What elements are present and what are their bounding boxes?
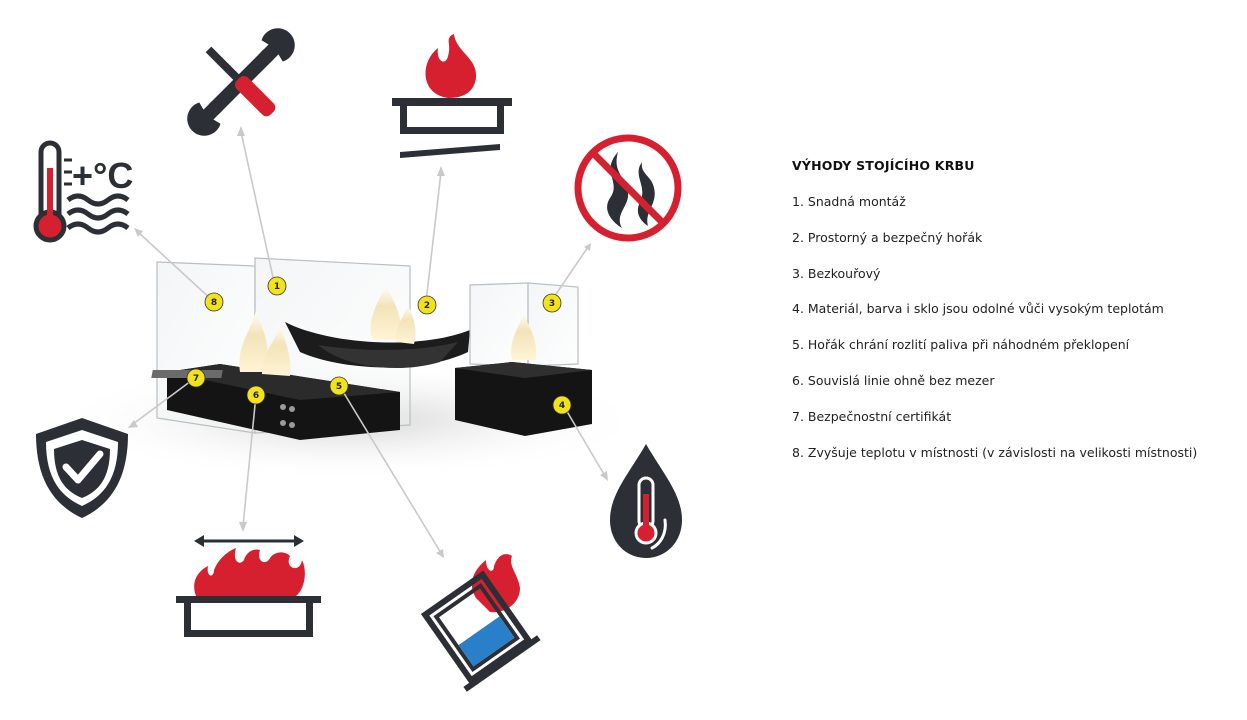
svg-text:4: 4 [559, 401, 565, 411]
temperature-label: +°C [72, 155, 133, 196]
bowl-inner [318, 342, 458, 369]
svg-text:7: 7 [193, 374, 199, 384]
panel-title: VÝHODY STOJÍCÍHO KRBU [792, 158, 975, 173]
thermometer-drop-icon [610, 444, 682, 558]
svg-text:2: 2 [424, 301, 430, 311]
base-screw [280, 404, 286, 410]
flame [239, 310, 269, 372]
tilted-burner-icon [420, 554, 541, 692]
flame [395, 304, 416, 344]
feature-item: 4. Materiál, barva i sklo jsou odolné vů… [792, 301, 1164, 317]
base-screw [289, 422, 295, 428]
leader-line-1 [240, 131, 275, 283]
badge-1: 1 [267, 276, 287, 296]
feature-item: 8. Zvyšuje teplotu v místnosti (v závisl… [792, 444, 1198, 460]
leader-lines [132, 131, 606, 554]
flame [370, 284, 401, 340]
badge-4: 4 [552, 395, 572, 415]
base-screw [280, 420, 286, 426]
leader-line-8 [137, 231, 214, 302]
flame [262, 324, 291, 376]
badge-2: 2 [417, 295, 437, 315]
no-smoke-icon [574, 134, 682, 242]
feature-list: 1. Snadná montáž 2. Prostorný a bezpečný… [792, 194, 1232, 480]
leader-line-4 [561, 402, 606, 477]
wide-flame-icon [176, 535, 321, 637]
leader-arrowheads [128, 126, 608, 558]
badge-8: 8 [204, 292, 224, 312]
badge-5: 5 [329, 376, 349, 396]
base-screw [289, 406, 295, 412]
feature-item: 6. Souvislá linie ohně bez mezer [792, 372, 995, 388]
wrench-screwdriver-icon [187, 28, 295, 136]
cube-base-top [455, 362, 592, 378]
number-badges: 1 2 3 4 5 6 7 8 [186, 276, 572, 415]
feature-item: 3. Bezkouřový [792, 265, 881, 281]
thermometer-heat-icon: +°C [33, 140, 133, 243]
flame [511, 312, 537, 360]
leader-line-6 [242, 394, 257, 527]
badge-3: 3 [542, 293, 562, 313]
fireplace-small [455, 282, 592, 436]
svg-text:3: 3 [549, 299, 555, 309]
leader-line-2 [425, 171, 442, 303]
fireplace-bowl [285, 284, 470, 369]
cube-base [455, 362, 592, 436]
benefits-panel: VÝHODY STOJÍCÍHO KRBU 1. Snadná montáž 2… [792, 158, 1232, 480]
leader-line-5 [338, 384, 442, 554]
leader-line-3 [551, 246, 589, 301]
feature-item: 7. Bezpečnostní certifikát [792, 408, 952, 424]
product-illustration: 1 2 3 4 5 6 7 8 [33, 28, 682, 692]
svg-text:1: 1 [274, 282, 280, 292]
leader-line-7 [132, 377, 196, 425]
svg-text:5: 5 [336, 382, 342, 392]
svg-text:8: 8 [211, 298, 217, 308]
shield-check-icon [36, 418, 128, 518]
badge-7: 7 [186, 368, 206, 388]
feature-item: 5. Hořák chrání rozlití paliva při náhod… [792, 337, 1130, 353]
badge-6: 6 [246, 385, 266, 405]
feature-item: 2. Prostorný a bezpečný hořák [792, 229, 983, 245]
feature-item: 1. Snadná montáž [792, 194, 906, 209]
svg-text:6: 6 [253, 391, 259, 401]
flame-burner-icon [392, 34, 512, 158]
